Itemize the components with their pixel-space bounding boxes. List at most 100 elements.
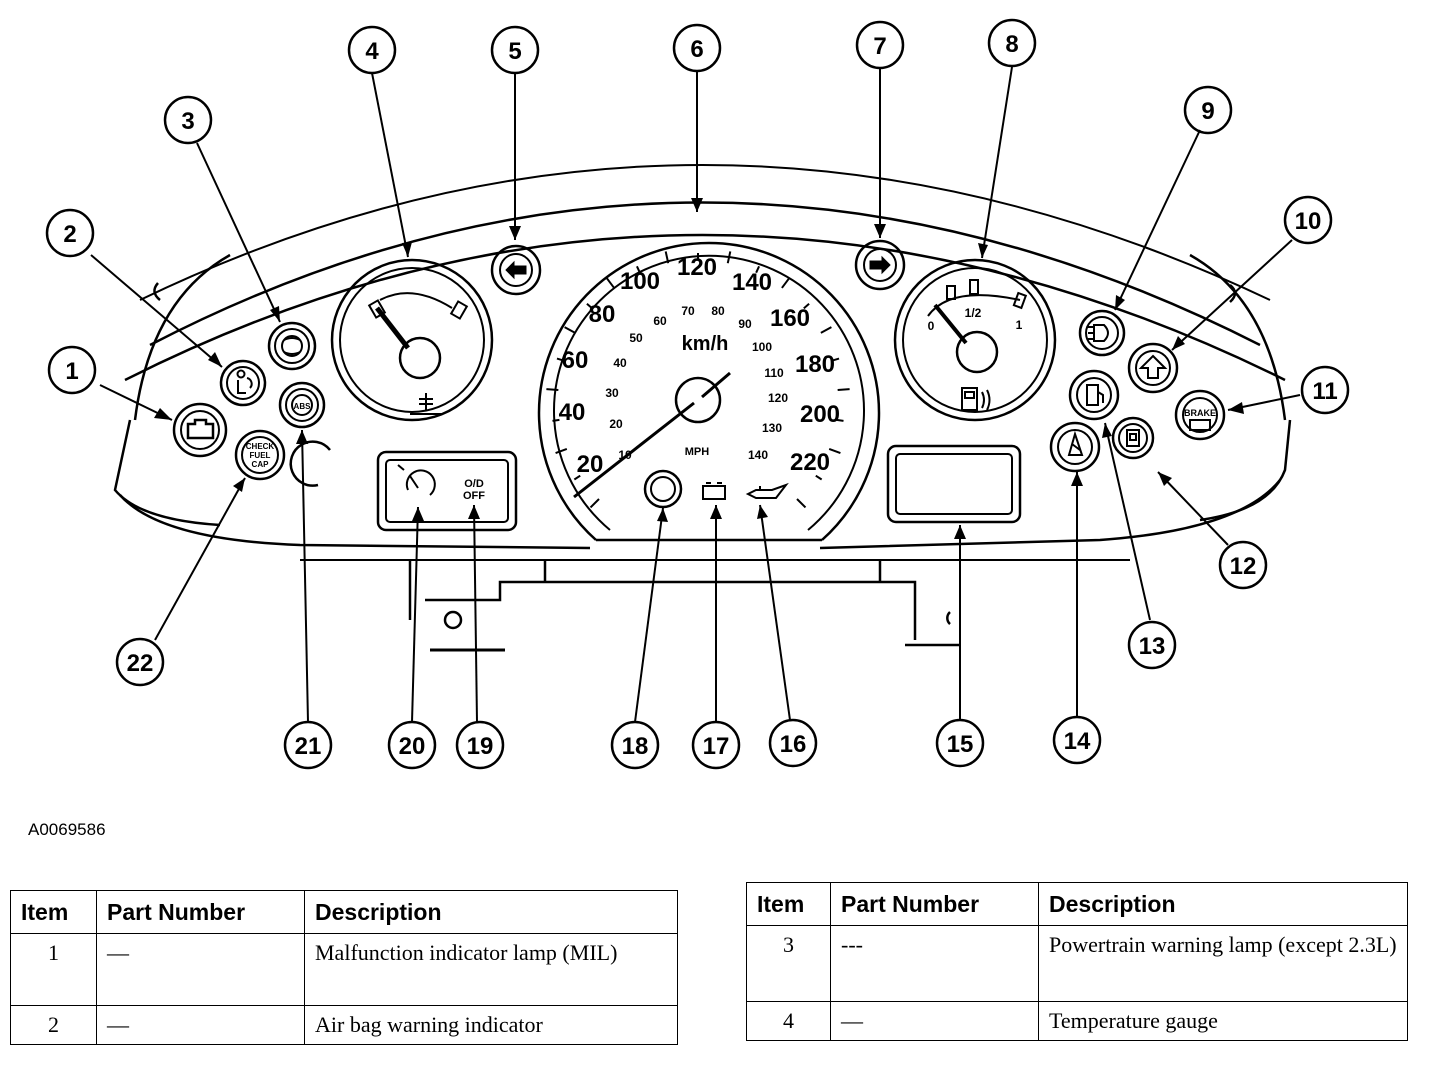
kmh-label-220: 220 bbox=[790, 449, 830, 476]
cell-part-number: — bbox=[830, 1001, 1039, 1041]
mph-label-100: 100 bbox=[752, 340, 772, 354]
od-off-text-2: OFF bbox=[463, 490, 485, 502]
kmh-label-180: 180 bbox=[795, 351, 835, 378]
table-header-row: Item Part Number Description bbox=[10, 890, 678, 934]
kmh-label-20: 20 bbox=[577, 451, 604, 478]
parts-table-right: Item Part Number Description 3 --- Power… bbox=[746, 882, 1408, 1041]
mph-label-120: 120 bbox=[768, 391, 788, 405]
header-part-number: Part Number bbox=[96, 890, 305, 934]
mph-label-140: 140 bbox=[748, 448, 768, 462]
callout-14: 14 bbox=[1064, 728, 1091, 755]
speedometer-tick bbox=[552, 418, 560, 422]
fuel-label-empty: 0 bbox=[928, 319, 935, 333]
charging-system-lamp bbox=[702, 482, 726, 500]
table-row: 4 — Temperature gauge bbox=[746, 1001, 1408, 1041]
fuel-pump-icon bbox=[961, 387, 991, 411]
mph-label-90: 90 bbox=[738, 317, 752, 331]
table-row: 3 --- Powertrain warning lamp (except 2.… bbox=[746, 925, 1408, 1002]
check-fuel-cap-text-3: CAP bbox=[252, 460, 270, 469]
kmh-label-120: 120 bbox=[677, 254, 717, 281]
header-item: Item bbox=[746, 882, 831, 926]
mph-unit-label: MPH bbox=[685, 446, 710, 458]
check-fuel-cap-lamp bbox=[234, 429, 286, 481]
speedometer-tick bbox=[664, 251, 670, 264]
high-beam-lamp bbox=[1078, 309, 1126, 357]
mph-label-40: 40 bbox=[613, 356, 627, 370]
figure-id: A0069586 bbox=[28, 820, 106, 839]
cell-part-number: — bbox=[96, 933, 305, 1006]
callout-19: 19 bbox=[467, 733, 494, 760]
cell-item: 2 bbox=[10, 1005, 97, 1045]
cell-item: 4 bbox=[746, 1001, 831, 1041]
speedometer-tick bbox=[803, 302, 810, 310]
abs-warning-lamp bbox=[278, 381, 326, 429]
callout-numbers: 1 2 3 4 5 6 7 8 9 10 11 12 13 14 15 16 1… bbox=[63, 31, 1337, 760]
fuel-gauge-labels: 0 1/2 1 bbox=[928, 306, 1023, 333]
speedometer-tick bbox=[820, 326, 832, 334]
malfunction-indicator-lamp bbox=[172, 402, 228, 458]
speedometer-tick bbox=[755, 265, 760, 274]
speedometer bbox=[537, 241, 881, 542]
speedometer-tick bbox=[796, 498, 807, 509]
callout-8: 8 bbox=[1005, 31, 1018, 58]
kmh-unit-label: km/h bbox=[682, 333, 729, 355]
od-off-text-1: O/D bbox=[464, 478, 484, 490]
oil-pressure-lamp bbox=[745, 482, 789, 499]
kmh-label-40: 40 bbox=[559, 399, 586, 426]
mph-label-50: 50 bbox=[629, 331, 643, 345]
speedometer-tick bbox=[606, 277, 615, 289]
speedometer-tick bbox=[555, 447, 568, 455]
parts-table-left: Item Part Number Description 1 — Malfunc… bbox=[10, 890, 678, 1045]
air-bag-warning-lamp bbox=[219, 359, 267, 407]
speedometer-tick bbox=[636, 265, 641, 274]
callout-circles bbox=[45, 18, 1350, 770]
callout-17: 17 bbox=[703, 733, 730, 760]
callout-10: 10 bbox=[1295, 208, 1322, 235]
callout-15: 15 bbox=[947, 731, 974, 758]
leader-lines bbox=[90, 66, 1301, 723]
kmh-label-200: 200 bbox=[800, 401, 840, 428]
safety-belt-lamp bbox=[1049, 421, 1101, 473]
door-ajar-lamp bbox=[1111, 416, 1155, 460]
speedometer-tick bbox=[556, 357, 564, 362]
header-item: Item bbox=[10, 890, 97, 934]
kmh-label-60: 60 bbox=[562, 347, 589, 374]
temperature-gauge bbox=[330, 258, 494, 422]
speedometer-tick bbox=[837, 388, 850, 392]
speedometer-labels: 20 40 60 80 100 120 140 160 180 200 220 … bbox=[559, 254, 840, 478]
header-description: Description bbox=[304, 890, 678, 934]
cruise-control-icon bbox=[397, 464, 436, 496]
callout-9: 9 bbox=[1201, 98, 1214, 125]
callout-11: 11 bbox=[1312, 378, 1337, 405]
kmh-label-100: 100 bbox=[620, 268, 660, 295]
speedometer-tick bbox=[726, 251, 732, 264]
callout-22: 22 bbox=[127, 650, 154, 677]
lamp-text-labels: CHECK FUEL CAP ABS O/D OFF BRAKE bbox=[246, 402, 1216, 502]
speedometer-tick bbox=[781, 277, 790, 289]
speedometer-tick bbox=[832, 357, 840, 362]
mph-label-10: 10 bbox=[618, 448, 632, 462]
brake-warning-lamp bbox=[1174, 389, 1226, 441]
speedometer-tick bbox=[589, 498, 600, 509]
table-row: 1 — Malfunction indicator lamp (MIL) bbox=[10, 933, 678, 1006]
callout-16: 16 bbox=[780, 731, 807, 758]
callout-3: 3 bbox=[181, 108, 194, 135]
mph-label-30: 30 bbox=[605, 386, 619, 400]
callout-5: 5 bbox=[508, 38, 521, 65]
table-header-row: Item Part Number Description bbox=[746, 882, 1408, 926]
callout-2: 2 bbox=[63, 221, 76, 248]
callout-20: 20 bbox=[399, 733, 426, 760]
abs-text: ABS bbox=[294, 402, 312, 411]
callout-21: 21 bbox=[295, 733, 322, 760]
mph-label-80: 80 bbox=[711, 304, 725, 318]
mph-label-70: 70 bbox=[681, 304, 695, 318]
header-part-number: Part Number bbox=[830, 882, 1039, 926]
cell-item: 3 bbox=[746, 925, 831, 1002]
header-description: Description bbox=[1038, 882, 1408, 926]
speedometer-tick bbox=[586, 302, 593, 310]
kmh-label-140: 140 bbox=[732, 269, 772, 296]
cell-description: Malfunction indicator lamp (MIL) bbox=[304, 933, 678, 1006]
fuel-gauge bbox=[893, 258, 1057, 422]
table-row: 2 — Air bag warning indicator bbox=[10, 1005, 678, 1045]
right-turn-signal-lamp bbox=[854, 239, 906, 291]
